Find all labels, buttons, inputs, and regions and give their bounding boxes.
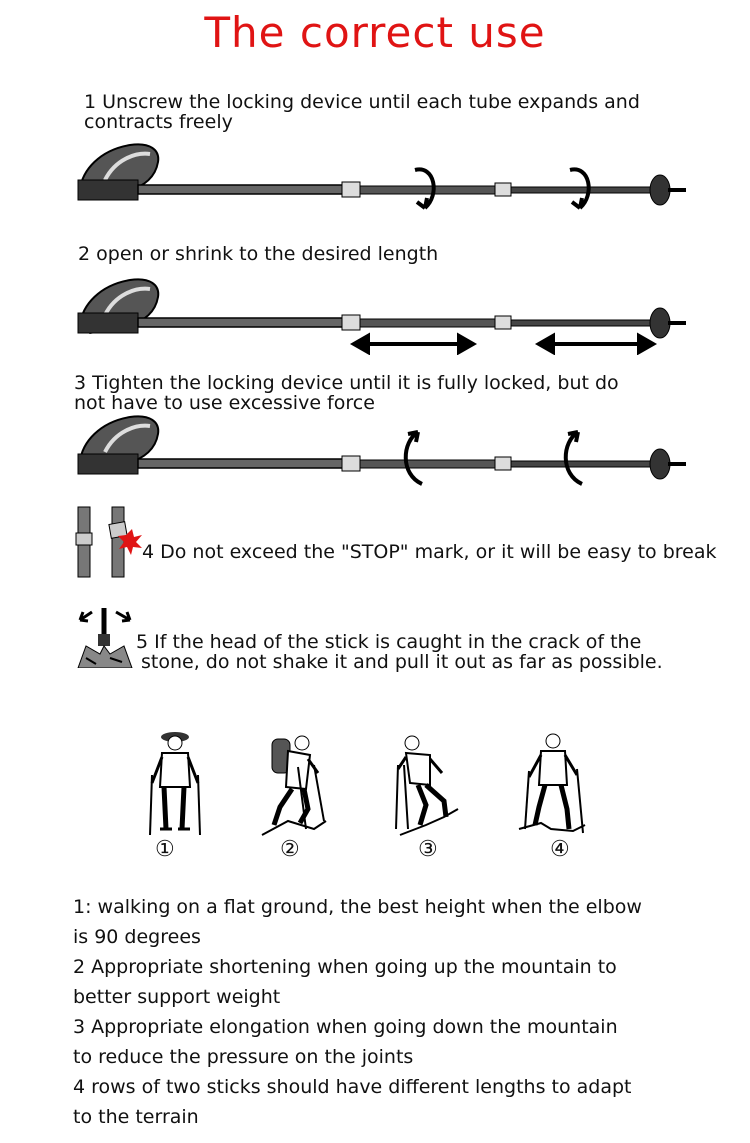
pole-tube-3 — [510, 460, 652, 468]
note-line: is 90 degrees — [73, 926, 201, 948]
step-5-text-cont: stone, do not shake it and pull it out a… — [141, 651, 663, 673]
step-2-text: 2 open or shrink to the desired length — [78, 243, 439, 265]
step-3-text: 3 Tighten the locking device until it is… — [74, 372, 619, 394]
hiker-uneven-terrain-illustration — [518, 733, 586, 834]
hiker-flat-ground-illustration — [149, 732, 201, 836]
tighten-arrow-2 — [563, 430, 584, 486]
lock-ring-1 — [341, 455, 361, 472]
pole-tube-2 — [359, 185, 496, 195]
lock-ring-1 — [341, 314, 361, 331]
stuck-tip-icon — [77, 608, 133, 668]
pole-tube-1 — [137, 458, 349, 469]
extend-arrow-2 — [534, 332, 658, 355]
step-1-text-cont: contracts freely — [84, 111, 233, 133]
note-line: 2 Appropriate shortening when going up t… — [73, 956, 617, 978]
lock-ring-1 — [341, 181, 361, 198]
lock-ring-2 — [494, 182, 512, 197]
basket-tip — [649, 174, 686, 206]
hiker-uphill-illustration — [261, 735, 327, 836]
note-line: 1: walking on a flat ground, the best he… — [73, 896, 642, 918]
pole-handle — [77, 415, 160, 475]
figure-label-3: ③ — [418, 837, 438, 862]
step-5-text: 5 If the head of the stick is caught in … — [136, 631, 642, 653]
stop-mark-warning-icon — [75, 506, 142, 578]
step-3-text-cont: not have to use excessive force — [74, 392, 375, 414]
note-line: 4 rows of two sticks should have differe… — [73, 1076, 632, 1098]
pole-tube-1 — [137, 184, 349, 195]
lock-ring-2 — [494, 456, 512, 471]
note-line: to reduce the pressure on the joints — [73, 1046, 414, 1068]
note-line: 3 Appropriate elongation when going down… — [73, 1016, 618, 1038]
basket-tip — [649, 448, 686, 480]
pole-tube-3 — [510, 319, 652, 327]
note-line: to the terrain — [73, 1106, 199, 1128]
pole-extend-illustration — [77, 278, 686, 355]
step-1-text: 1 Unscrew the locking device until each … — [84, 91, 640, 113]
pole-tube-2 — [359, 459, 496, 469]
pole-tighten-illustration — [77, 415, 686, 486]
hiker-downhill-illustration — [395, 735, 459, 836]
figure-label-2: ② — [280, 837, 300, 862]
pole-unscrew-illustration — [77, 143, 686, 210]
rotate-arrow-1 — [414, 167, 436, 210]
pole-tube-3 — [510, 186, 652, 194]
extend-arrow-1 — [349, 332, 478, 355]
note-line: better support weight — [73, 986, 281, 1008]
pole-tube-2 — [359, 318, 496, 328]
usage-notes: 1: walking on a flat ground, the best he… — [73, 892, 733, 1132]
basket-tip — [649, 307, 686, 339]
figure-label-4: ④ — [550, 837, 570, 862]
figure-label-1: ① — [155, 837, 175, 862]
rotate-arrow-2 — [569, 167, 591, 210]
tighten-arrow-1 — [403, 430, 424, 486]
step-4-text: 4 Do not exceed the "STOP" mark, or it w… — [142, 541, 717, 563]
pole-tube-1 — [137, 317, 349, 328]
page-title: The correct use — [204, 8, 546, 57]
lock-ring-2 — [494, 315, 512, 330]
